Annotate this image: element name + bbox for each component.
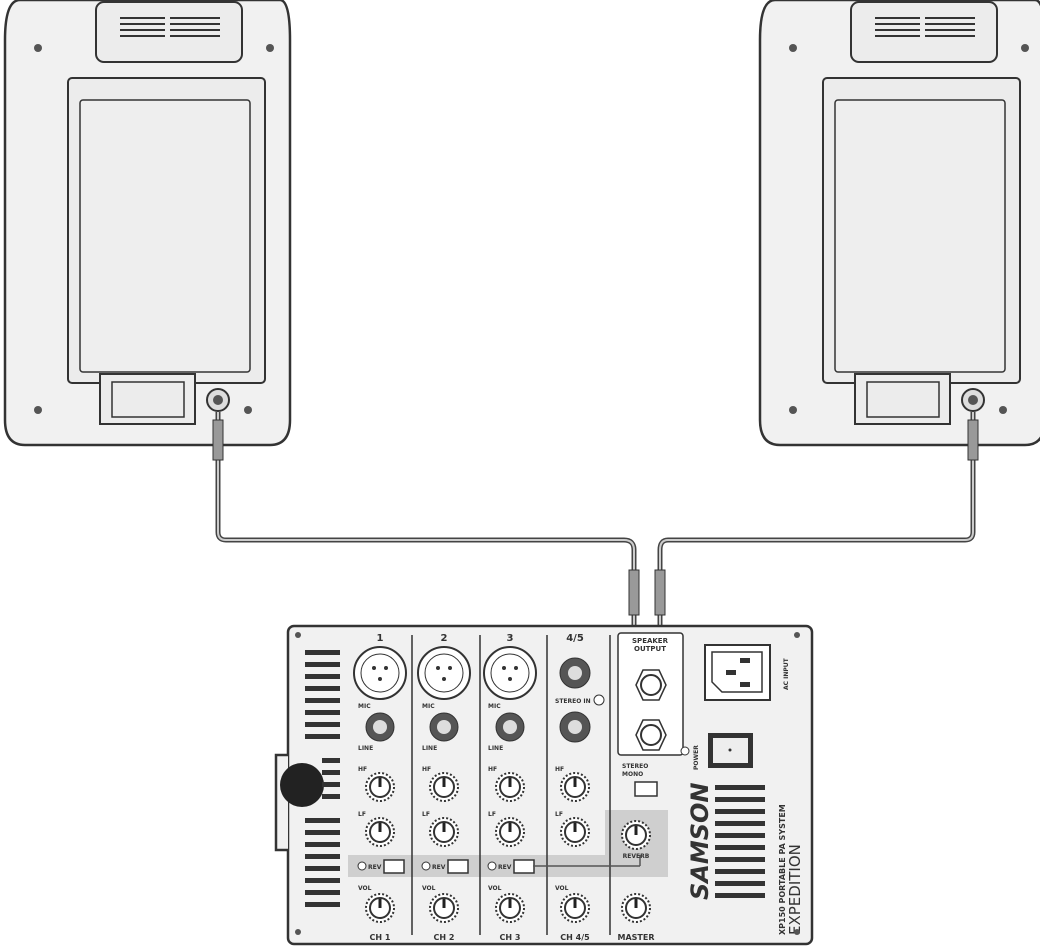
power-switch xyxy=(708,733,753,768)
svg-text:2: 2 xyxy=(441,633,448,644)
svg-text:LF: LF xyxy=(358,811,366,818)
speaker-output-section: SPEAKER OUTPUT STEREO MONO REVERB MASTER… xyxy=(617,632,700,942)
svg-text:MONO: MONO xyxy=(622,771,643,778)
channel-4-5: 4/5 STEREO IN HF LF VOL CH 4/5 xyxy=(555,633,605,942)
volume-knob-side xyxy=(280,763,324,807)
svg-text:STEREO: STEREO xyxy=(622,763,648,770)
svg-text:REV: REV xyxy=(368,864,382,871)
svg-text:3: 3 xyxy=(507,633,514,644)
svg-text:4/5: 4/5 xyxy=(566,633,584,644)
channel-3: 3 MIC LINE HF LF REV VOL CH 3 xyxy=(483,633,537,942)
svg-text:VOL: VOL xyxy=(488,885,502,892)
svg-text:HF: HF xyxy=(358,766,367,773)
svg-text:CH 2: CH 2 xyxy=(434,933,455,942)
svg-text:AC INPUT: AC INPUT xyxy=(783,657,790,690)
svg-text:VOL: VOL xyxy=(555,885,569,892)
svg-text:HF: HF xyxy=(488,766,497,773)
svg-text:SPEAKER: SPEAKER xyxy=(632,637,669,645)
svg-text:MIC: MIC xyxy=(488,703,501,710)
left-speaker xyxy=(3,0,292,447)
svg-text:LF: LF xyxy=(555,811,563,818)
svg-text:LINE: LINE xyxy=(488,745,503,752)
channel-2: 2 MIC LINE HF LF REV VOL CH 2 xyxy=(417,633,471,942)
svg-text:MIC: MIC xyxy=(358,703,371,710)
svg-text:LINE: LINE xyxy=(358,745,373,752)
svg-text:LF: LF xyxy=(488,811,496,818)
svg-text:HF: HF xyxy=(555,766,564,773)
svg-text:CH 3: CH 3 xyxy=(500,933,521,942)
svg-text:CH 4/5: CH 4/5 xyxy=(560,933,590,942)
model-label: XP150 PORTABLE PA SYSTEM xyxy=(778,804,787,935)
svg-text:VOL: VOL xyxy=(358,885,372,892)
series-label: EXPEDITION xyxy=(786,844,804,935)
speaker-cables xyxy=(212,412,979,625)
mixer-panel: 1 MIC LINE HF LF REV VOL CH 1 2 MIC LINE… xyxy=(274,624,814,946)
svg-text:CH 1: CH 1 xyxy=(370,933,391,942)
svg-text:LINE: LINE xyxy=(422,745,437,752)
svg-text:MIC: MIC xyxy=(422,703,435,710)
channel-1: 1 MIC LINE HF LF REV VOL CH 1 xyxy=(353,633,407,942)
svg-text:MASTER: MASTER xyxy=(618,933,655,942)
right-speaker xyxy=(758,0,1040,447)
svg-text:REVERB: REVERB xyxy=(623,853,650,860)
brand-logo: SAMSON xyxy=(686,782,714,900)
svg-text:REV: REV xyxy=(432,864,446,871)
svg-text:POWER: POWER xyxy=(693,745,700,770)
svg-text:LF: LF xyxy=(422,811,430,818)
svg-text:STEREO IN: STEREO IN xyxy=(555,698,591,705)
svg-text:HF: HF xyxy=(422,766,431,773)
ac-input: AC INPUT xyxy=(704,644,790,701)
svg-text:1: 1 xyxy=(377,633,384,644)
svg-text:VOL: VOL xyxy=(422,885,436,892)
svg-text:OUTPUT: OUTPUT xyxy=(634,645,666,653)
svg-text:REV: REV xyxy=(498,864,512,871)
